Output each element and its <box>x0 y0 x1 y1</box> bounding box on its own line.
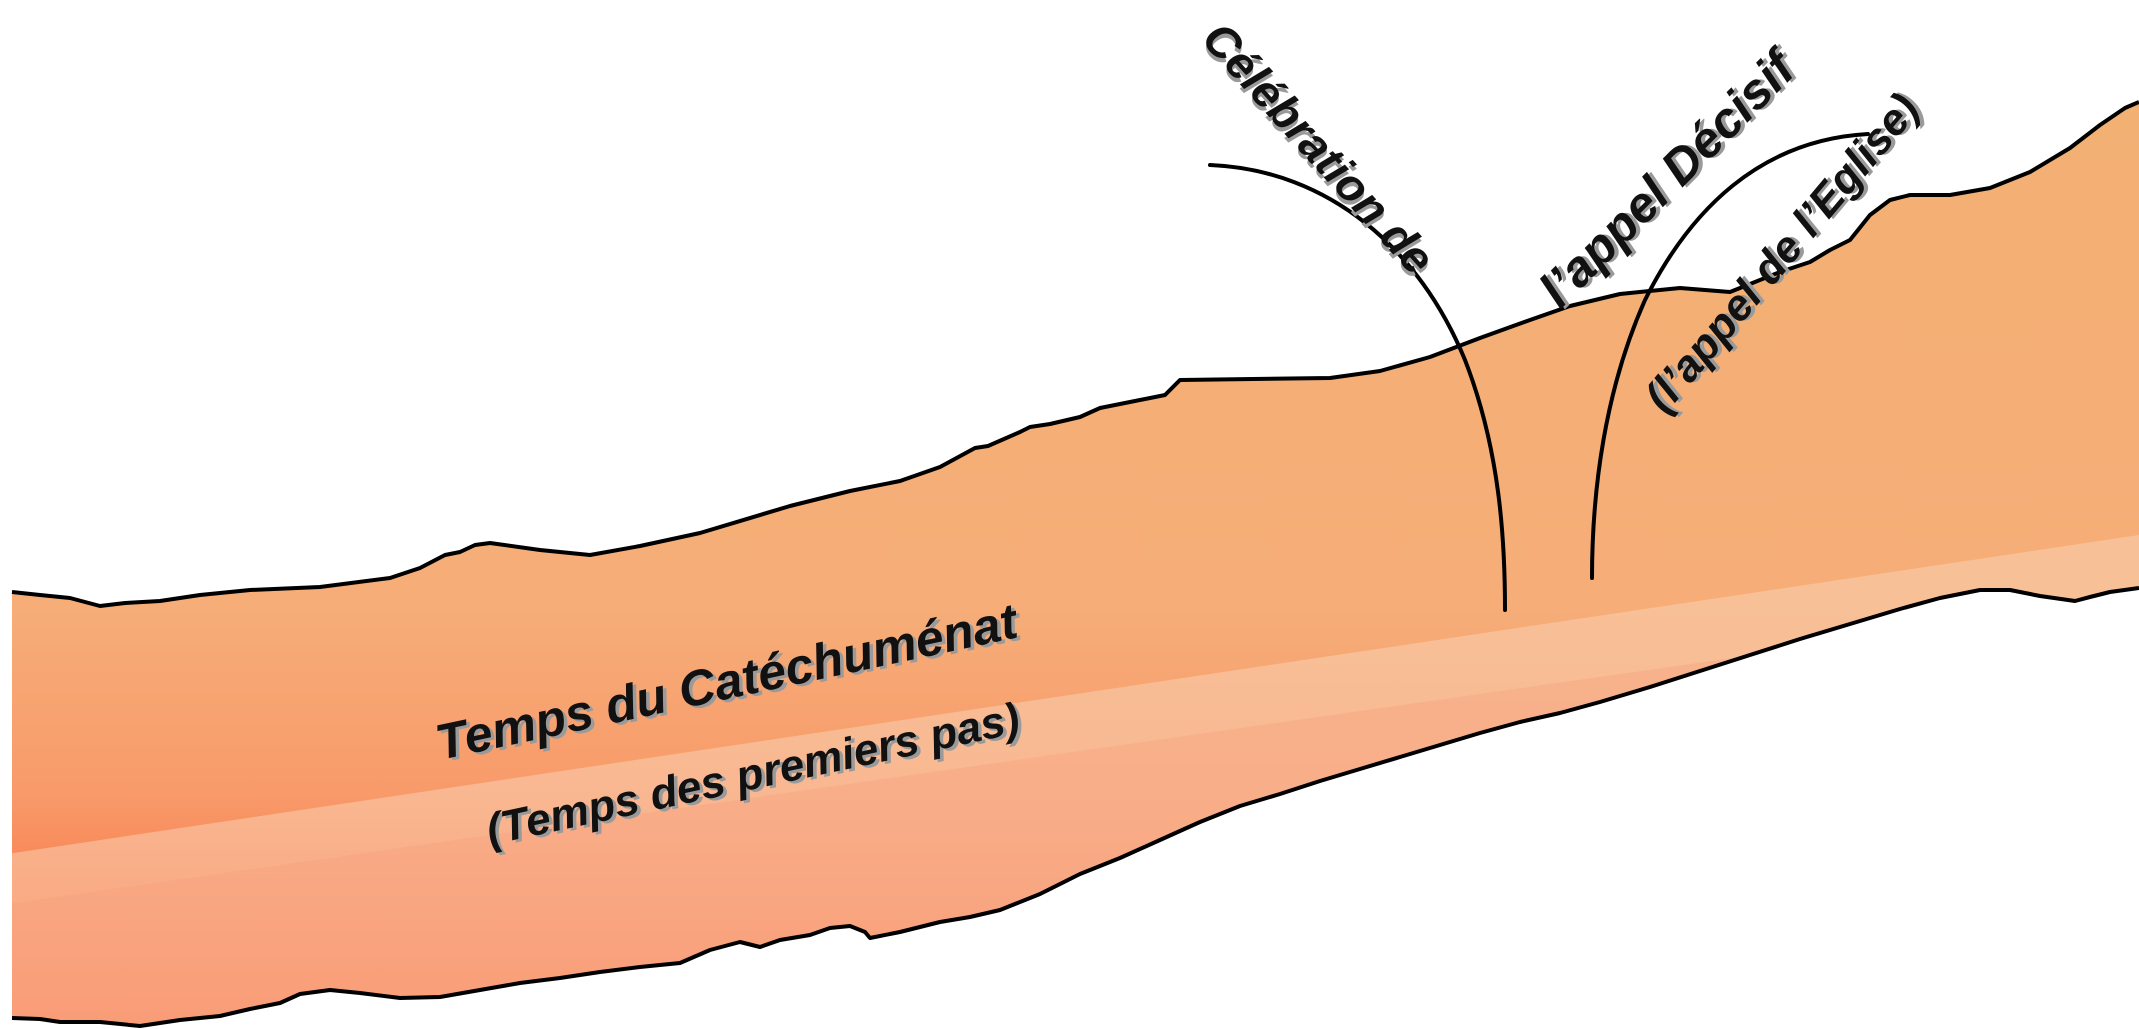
celebration-label: Célébration de <box>1193 12 1445 284</box>
celebration-label-group: Célébration de Célébration de <box>1190 12 1447 288</box>
